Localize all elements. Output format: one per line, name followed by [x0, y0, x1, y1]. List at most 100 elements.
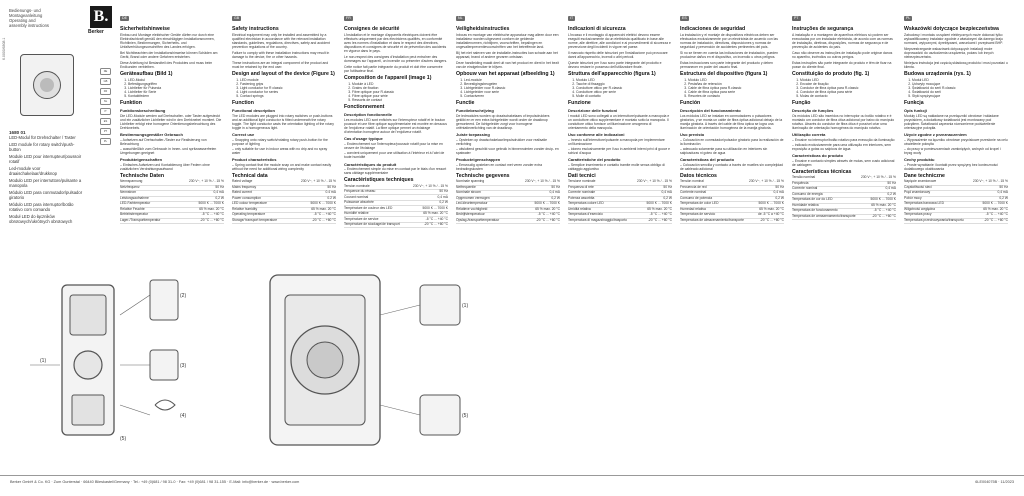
function-title: Funzione — [568, 100, 591, 107]
use-item: – ausschließlich zum Gebrauch in Innen- … — [120, 147, 217, 156]
spec-row: Bedrijfstemperatuur-5 °C ... +40 °C — [456, 212, 560, 219]
spec-value: 0,4 mA — [407, 194, 448, 201]
rotary-knob-illustration — [33, 71, 61, 99]
layout-title: Estructura del dispositivo (figura 1) — [680, 70, 768, 77]
safety-paragraph: Deze handleiding maakt deel uit van het … — [456, 60, 559, 69]
spec-value: 65 % máx. 20 °C — [747, 207, 784, 214]
spec-value: -20 °C ... +60 °C — [633, 218, 672, 225]
product-line: Modulo LED per interruttore/pulsante a m… — [9, 178, 82, 188]
language-badge: NL — [456, 16, 465, 21]
spec-value: 0,2 W — [175, 196, 224, 203]
spec-label: Puissance absorbée — [344, 200, 408, 207]
safety-paragraph: Einbau und Montage elektrischer Geräte d… — [120, 33, 215, 50]
spec-label: Frequenza di rete — [568, 185, 634, 192]
use-item: – only suitable for use in indoor areas … — [232, 147, 328, 156]
spec-value: 50 Hz — [407, 189, 448, 196]
spec-value: 230 V~, + 10 % / - 15 % — [859, 175, 896, 182]
safety-paragraph: L'installation et le montage d'appareils… — [344, 33, 447, 54]
spec-value: 0,2 W — [513, 196, 560, 203]
footer-address: Berker GmbH & Co. KG · Zum Gunterstal · … — [10, 480, 300, 484]
product-item: – Enclenchement simple du mise en contac… — [344, 167, 447, 176]
spec-value: 65 % max. 20 °C — [407, 211, 448, 218]
spec-value: 230 V~, + 10 % / - 15 % — [175, 180, 224, 186]
safety-paragraph: Electrical equipment may only be install… — [232, 33, 330, 50]
spec-label: Temperatura d'esercizio — [568, 212, 634, 219]
led-module-illustration — [20, 54, 74, 116]
spec-label: Opslag-/transporttemperatuur — [456, 218, 514, 225]
product-item: – Colocación sencilla y contacto a travé… — [680, 162, 783, 172]
product-title: Caratteristiche del prodotto — [568, 157, 621, 163]
spec-value: -20 °C ... +60 °C — [175, 218, 224, 225]
spec-value: 0,2 W — [969, 196, 1008, 203]
spec-row: Operating temperature-5 °C ... +40 °C — [232, 212, 336, 219]
spec-value: 0,4 mA — [513, 190, 560, 197]
spec-value: -20 °C ... +60 °C — [407, 222, 448, 229]
product-title: Características del producto — [680, 157, 735, 163]
spec-label: Temperatura de servicio — [680, 212, 748, 219]
function-title: Función — [680, 100, 701, 107]
function-text: Moduły LED są nakładane na przełączniki … — [904, 113, 999, 130]
layout-title: Geräteaufbau (Bild 1) — [120, 70, 173, 77]
safety-paragraph: Bij het niet naleven van de installatie-… — [456, 50, 558, 59]
spec-value: 5000 K ... 7000 K — [290, 201, 336, 208]
spec-value: -20 °C ... +60 °C — [747, 218, 784, 225]
spec-value: 230 V~, + 10 % / - 15 % — [633, 180, 672, 186]
layout-item: Light conductor for series — [240, 90, 336, 94]
spec-value: 230 V~, + 10 % / - 15 % — [513, 180, 560, 186]
safety-paragraph: La instalación y el montaje de dispositi… — [680, 33, 779, 50]
spec-label: Bedrijfstemperatuur — [456, 212, 514, 219]
safety-title: Sicherheitshinweise — [120, 26, 170, 32]
spec-label: LED-Farbtemperatur — [120, 201, 176, 208]
spec-value: 50 Hz — [747, 185, 784, 192]
layout-item: Moduł LED — [912, 78, 1008, 82]
spec-value: 5000 K ... 7000 K — [969, 201, 1008, 208]
technical-data-title: Technische Daten — [120, 173, 165, 180]
safety-paragraph: Diese Anleitung ist Bestandteil des Prod… — [120, 60, 213, 69]
use-item: – Opsteken op draaischakelaar/impulsdruk… — [456, 137, 548, 146]
layout-item: Módulo LED — [688, 78, 784, 82]
safety-paragraph: Niniejsza instrukcja jest częścią składo… — [904, 60, 1008, 69]
spec-value: 0.4 mA — [290, 190, 336, 197]
layout-title: Budowa urządzenia (rys. 1) — [904, 70, 971, 77]
spec-row: Lager-/Transporttemperatur-20 °C ... +60… — [120, 218, 224, 225]
spec-value: -20 °C ... +60 °C — [290, 218, 336, 225]
spec-value: -20 °C ... +60 °C — [513, 218, 560, 225]
spec-value: -5 °C ... +40 °C — [859, 208, 896, 215]
function-text: Les modules LED sont enfichés sur l'inte… — [344, 117, 447, 135]
spec-label: Fréquence du réseau — [344, 189, 408, 196]
use-item: – Wyposażenie na łączniku obrotowe przyc… — [904, 137, 1008, 146]
spec-label: Nominale stroom — [456, 190, 514, 197]
product-line: LED module for rotary switch/push-button — [9, 142, 75, 152]
spec-label: Częstotliwość sieci — [904, 185, 970, 192]
layout-item: Fibre optique pour série — [352, 94, 448, 98]
spec-value: 65 % max. 20 °C — [633, 207, 672, 214]
technical-data-title: Dati tecnici — [568, 173, 596, 180]
safety-paragraph: Le non-respect des consignes d'installat… — [344, 54, 448, 64]
language-flags: DE GB FR NL IT ES PT PL — [100, 68, 114, 148]
function-title: Função — [792, 100, 811, 107]
layout-item: LED module — [240, 78, 336, 82]
spec-label: LED colour temperature — [232, 201, 291, 208]
product-title: Produkteigenschaften — [120, 157, 163, 163]
spec-label: Rated voltage — [232, 180, 291, 186]
spec-value: 5000 K ... 7000 K — [747, 201, 784, 208]
spec-value: 50 Hz — [513, 185, 560, 192]
language-badge: PL — [904, 16, 913, 21]
language-badge: FR — [344, 16, 353, 21]
spec-value: 65 % max. 20 °C — [175, 207, 224, 214]
